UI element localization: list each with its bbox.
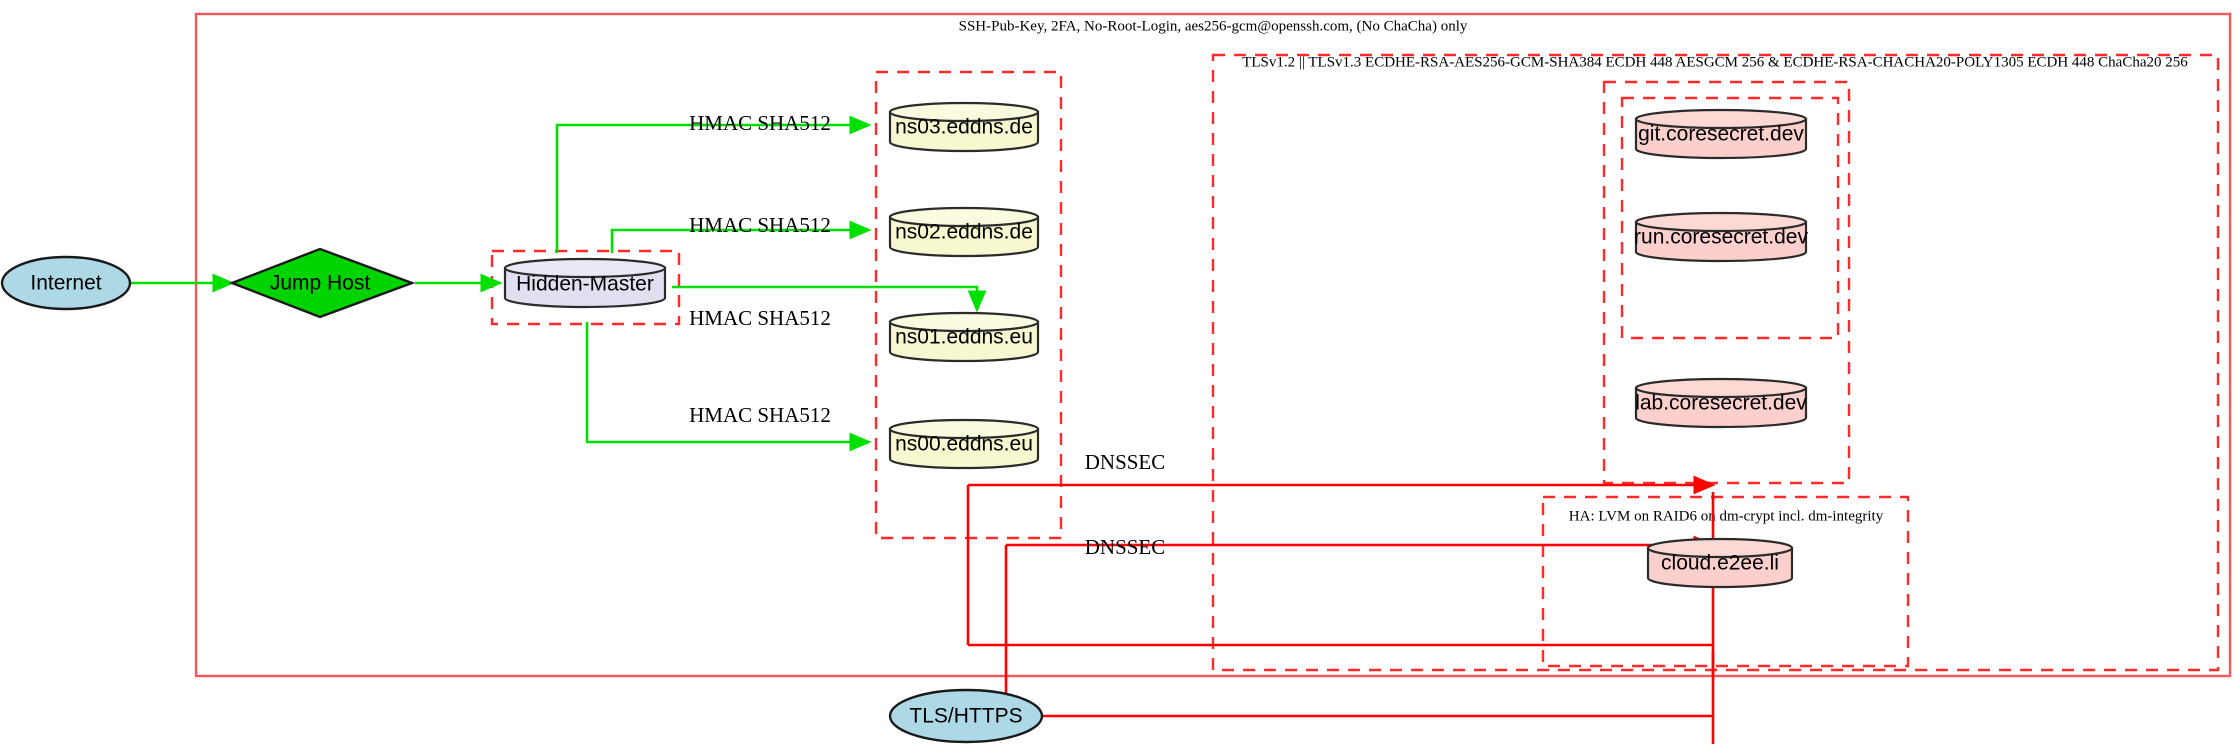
edge-label-hmac-ns03: HMAC SHA512 bbox=[689, 111, 831, 135]
cluster-ha-frame bbox=[1541, 495, 1910, 668]
node-ns02-label: ns02.eddns.de bbox=[895, 221, 1033, 244]
edge-label-hmac-ns00: HMAC SHA512 bbox=[689, 403, 831, 427]
edge-label-hmac-ns02: HMAC SHA512 bbox=[689, 213, 831, 237]
node-ns02[interactable]: ns02.eddns.de bbox=[888, 206, 1040, 258]
node-jump-host[interactable]: Jump Host bbox=[228, 247, 416, 319]
node-run-coresecret[interactable]: run.coresecret.dev bbox=[1634, 211, 1808, 263]
node-ns03-label: ns03.eddns.de bbox=[895, 116, 1033, 139]
node-git-label: git.coresecret.dev bbox=[1638, 123, 1804, 146]
node-ns01-label: ns01.eddns.eu bbox=[895, 326, 1033, 349]
node-lab-label: lab.coresecret.dev bbox=[1635, 392, 1807, 415]
node-internet[interactable]: Internet bbox=[0, 255, 132, 311]
edge-hiddenmaster-ns02 bbox=[610, 220, 872, 253]
edge-hiddenmaster-ns03 bbox=[555, 115, 872, 253]
cluster-ssh-label: SSH-Pub-Key, 2FA, No-Root-Login, aes256-… bbox=[959, 18, 1468, 34]
node-hidden-master-label: Hidden-Master bbox=[516, 273, 654, 296]
node-cloud-e2ee[interactable]: cloud.e2ee.li bbox=[1646, 537, 1794, 589]
edge-label-dnssec-upper: DNSSEC bbox=[1085, 450, 1166, 474]
node-ns00[interactable]: ns00.eddns.eu bbox=[888, 418, 1040, 470]
node-git-coresecret[interactable]: git.coresecret.dev bbox=[1634, 108, 1808, 160]
cluster-coresecret-frame bbox=[1602, 80, 1851, 485]
node-tls-https[interactable]: TLS/HTTPS bbox=[888, 688, 1044, 744]
node-internet-label: Internet bbox=[30, 272, 101, 295]
edge-label-hmac-ns01: HMAC SHA512 bbox=[689, 306, 831, 330]
node-ns01[interactable]: ns01.eddns.eu bbox=[888, 311, 1040, 363]
node-tls-https-label: TLS/HTTPS bbox=[909, 705, 1022, 728]
edge-hiddenmaster-ns00 bbox=[585, 322, 872, 452]
cluster-ssh-frame bbox=[194, 12, 2232, 678]
node-ns00-label: ns00.eddns.eu bbox=[895, 433, 1033, 456]
node-lab-coresecret[interactable]: lab.coresecret.dev bbox=[1634, 377, 1807, 429]
node-ns03[interactable]: ns03.eddns.de bbox=[888, 101, 1040, 153]
node-hidden-master[interactable]: Hidden-Master bbox=[503, 257, 667, 309]
edge-label-dnssec-lower: DNSSEC bbox=[1085, 535, 1166, 559]
node-jump-host-label: Jump Host bbox=[270, 272, 371, 295]
cluster-tls-frame bbox=[1211, 53, 2220, 672]
cluster-tls-label: TLSv1.2 || TLSv1.3 ECDHE-RSA-AES256-GCM-… bbox=[1242, 54, 2188, 70]
cluster-gitrun-frame bbox=[1620, 96, 1840, 340]
cluster-ha-label: HA: LVM on RAID6 on dm-crypt incl. dm-in… bbox=[1569, 508, 1884, 524]
edge-hiddenmaster-ns01 bbox=[672, 285, 987, 313]
node-cloud-label: cloud.e2ee.li bbox=[1661, 552, 1779, 575]
node-run-label: run.coresecret.dev bbox=[1634, 226, 1808, 249]
